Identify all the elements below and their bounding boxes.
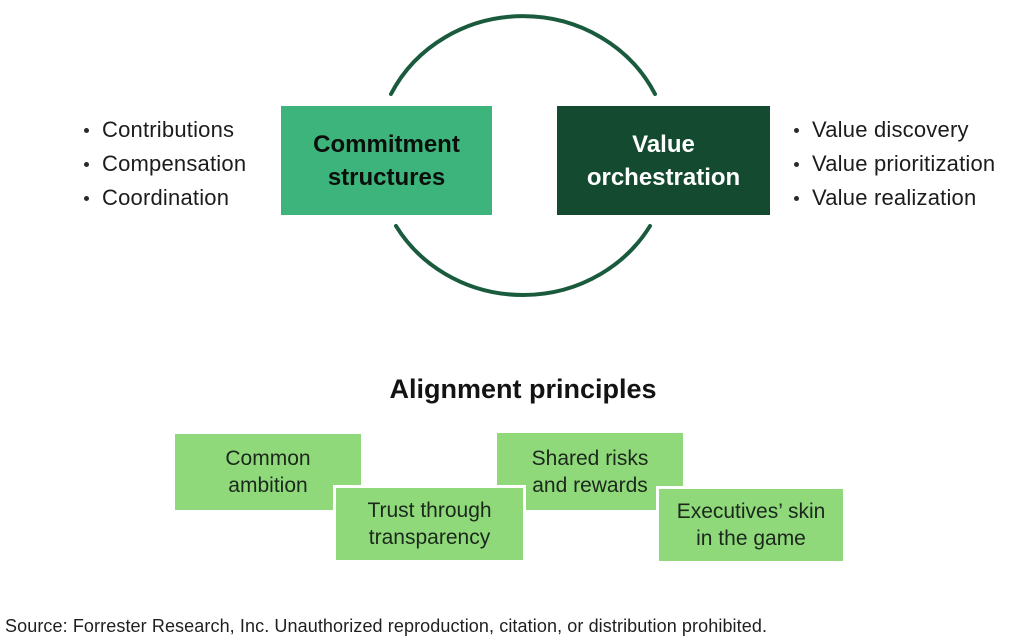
box-label-line: transparency [368,526,491,549]
bullet-dot-icon [84,161,89,167]
cycle-bottom-arc-icon [394,224,652,297]
commitment-structures-box: Commitment structures [281,106,492,215]
box-label-line: orchestration [586,163,741,191]
bullet-label: Contributions [102,117,235,142]
list-item: Value prioritization [794,147,995,181]
list-item: Coordination [84,181,246,215]
box-label-line: Shared risks [531,446,649,470]
box-label-line: Commitment [313,130,460,158]
principle-box-trust-through-transparency: Trust through transparency [333,485,526,563]
box-label-line: Trust through [367,499,492,522]
alignment-principles-title: Alignment principles [389,374,657,404]
bullet-label: Value prioritization [812,151,996,176]
list-item: Value discovery [794,113,995,147]
bullet-label: Compensation [102,151,247,176]
box-label-line: Executives’ skin [676,500,826,523]
list-item: Contributions [84,113,246,147]
bullet-dot-icon [794,161,799,167]
box-label-line: Value [632,130,695,158]
commitment-bullet-list: Contributions Compensation Coordination [84,113,246,215]
bullet-dot-icon [84,127,89,133]
cycle-top-arc-icon [389,14,657,96]
source-attribution: Source: Forrester Research, Inc. Unautho… [5,616,768,636]
value-bullet-list: Value discovery Value prioritization Val… [794,113,995,215]
box-label-line: ambition [228,474,308,497]
principle-box-shared-risks-and-rewards: Shared risks and rewards [497,433,683,510]
bullet-label: Value discovery [812,117,969,142]
bullet-label: Coordination [102,185,230,210]
principle-box-executives-skin-in-the-game: Executives’ skin in the game [656,486,846,564]
bullet-dot-icon [84,195,89,201]
list-item: Value realization [794,181,995,215]
box-label-line: Common [225,447,311,470]
bullet-dot-icon [794,127,799,133]
principle-box-common-ambition: Common ambition [175,434,361,510]
value-orchestration-box: Value orchestration [557,106,770,215]
bullet-label: Value realization [812,185,977,210]
bullet-dot-icon [794,195,799,201]
box-label-line: structures [327,163,446,191]
box-label-line: in the game [696,527,806,550]
list-item: Compensation [84,147,246,181]
box-label-line: and rewards [532,473,648,497]
